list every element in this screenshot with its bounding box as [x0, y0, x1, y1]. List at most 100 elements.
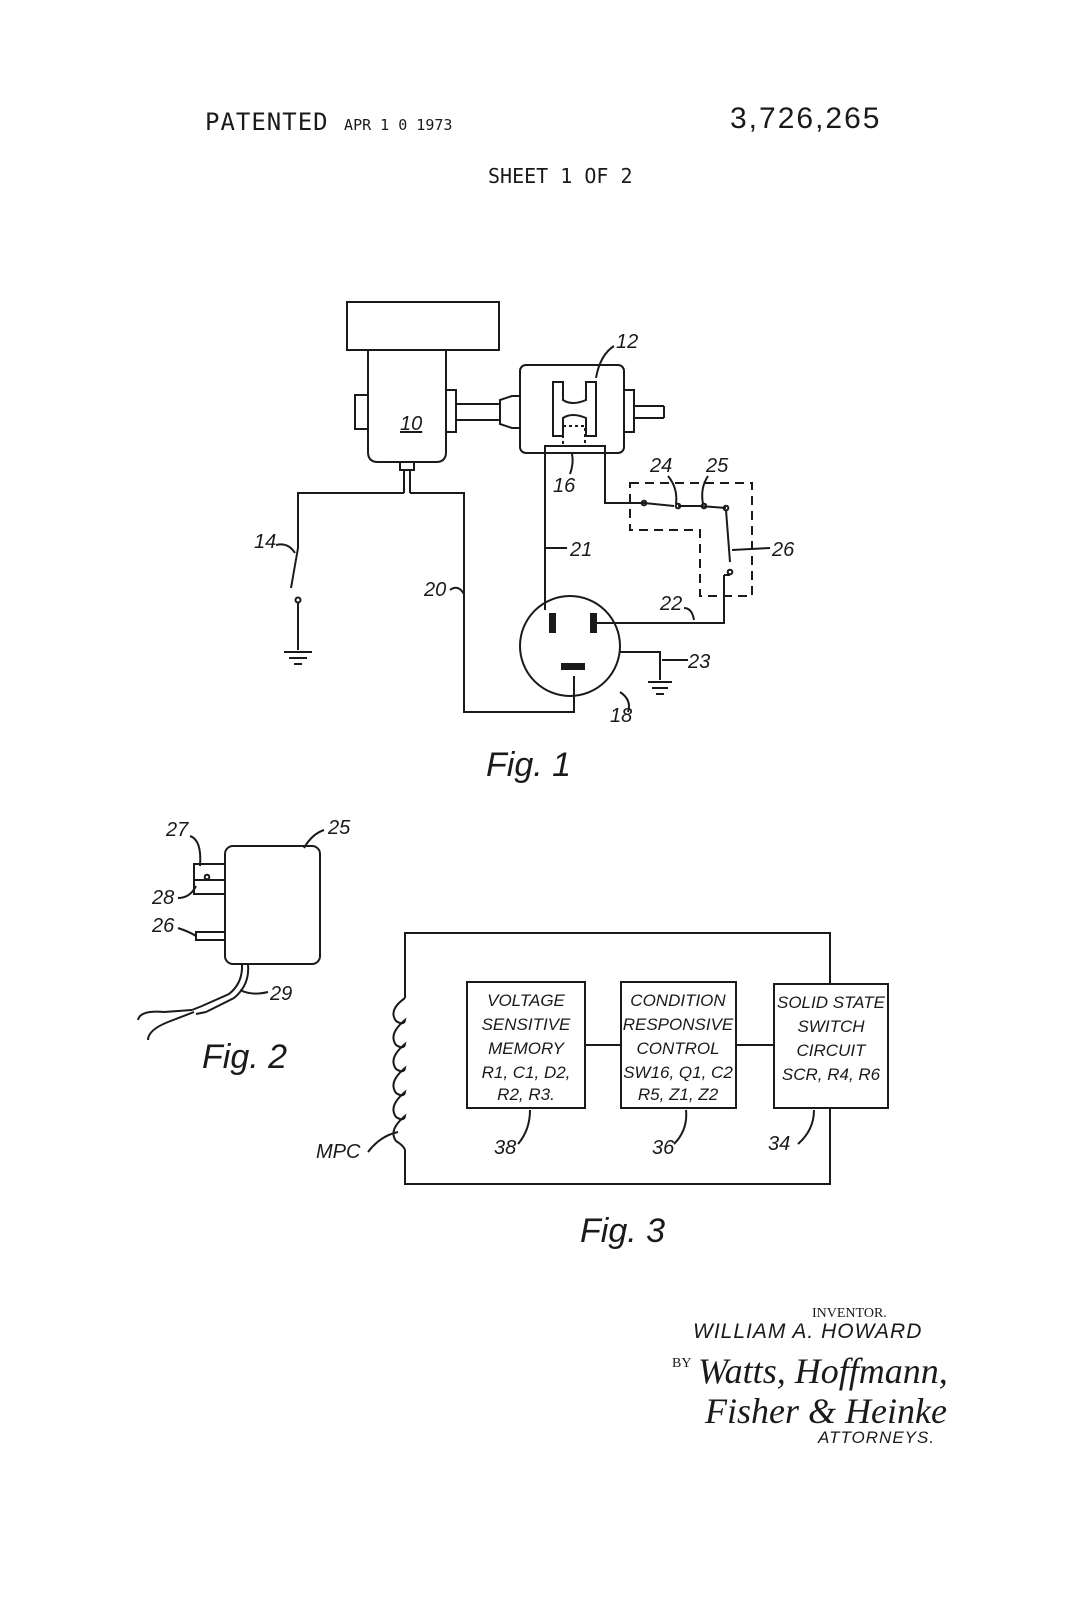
leader-28: [177, 885, 197, 899]
block-36-line-2: RESPONSIVE: [623, 1015, 734, 1034]
label-16: 16: [553, 475, 576, 497]
fig3-loop: [404, 932, 831, 1185]
fig1-caption: Fig. 1: [486, 746, 571, 784]
block-34-text: SOLID STATE SWITCH CIRCUIT SCR, R4, R6: [777, 993, 886, 1084]
leader-36: [673, 1109, 688, 1145]
block-38-line-5: R2, R3.: [497, 1085, 555, 1104]
motor-terminal: [399, 461, 415, 471]
sensor-base: [544, 445, 606, 454]
motor-left-boss: [354, 394, 369, 430]
patented-stamp: PATENTED APR 1 0 1973: [205, 108, 452, 136]
sheet-indicator: SHEET 1 OF 2: [488, 164, 633, 188]
block-38-line-2: SENSITIVE: [482, 1015, 571, 1034]
patented-label: PATENTED: [205, 108, 329, 136]
outlet-slot-right: [590, 613, 597, 633]
ground-23-wire: [620, 651, 661, 680]
label-38: 38: [494, 1137, 516, 1159]
block-38-line-3: MEMORY: [488, 1039, 566, 1058]
block-34-line-2: SWITCH: [797, 1017, 865, 1036]
label-18: 18: [610, 705, 632, 727]
label-14: 14: [254, 531, 276, 553]
motor-body: [367, 350, 447, 463]
label-25-fig2: 25: [327, 817, 351, 839]
block-36-line-5: R5, Z1, Z2: [638, 1085, 719, 1104]
leader-14: [275, 543, 296, 554]
block-34-line-1: SOLID STATE: [777, 993, 886, 1012]
leader-22: [683, 607, 695, 621]
fig3-caption: Fig. 3: [580, 1212, 665, 1250]
label-22: 22: [659, 593, 682, 615]
leader-20: [449, 586, 465, 595]
patent-number: 3,726,265: [730, 102, 882, 135]
wire-20: [410, 492, 575, 713]
wire-sensor-to-24: [604, 453, 630, 504]
coil-mpc: [392, 997, 407, 1151]
motor-leads: [403, 470, 411, 493]
block-36-text: CONDITION RESPONSIVE CONTROL SW16, Q1, C…: [623, 991, 734, 1104]
device-25-outline: [629, 482, 753, 597]
wire-22: [596, 575, 725, 624]
pump-housing: [519, 364, 625, 454]
leader-34: [797, 1109, 815, 1145]
leader-16: [569, 453, 574, 475]
pump-spool: [552, 381, 597, 437]
attorneys-label: ATTORNEYS.: [818, 1428, 936, 1447]
label-21: 21: [569, 539, 592, 561]
label-34: 34: [768, 1133, 790, 1155]
block-34-line-4: SCR, R4, R6: [782, 1065, 881, 1084]
contact-28-dot: [203, 873, 211, 881]
attorney-signature-line-1: Watts, Hoffmann,: [698, 1351, 948, 1391]
prong-26: [195, 931, 226, 941]
switch-14-contact: [294, 596, 302, 604]
outlet-slot-ground: [561, 663, 585, 670]
fig1-diagram: [275, 301, 771, 713]
motor-cap: [346, 301, 500, 351]
motor-right-boss: [445, 389, 457, 433]
label-25: 25: [705, 455, 729, 477]
leader-mpc: [367, 1131, 399, 1153]
contact-26b: [726, 568, 734, 576]
leader-12: [595, 345, 615, 379]
leader-25: [701, 475, 709, 505]
ground-14: [284, 651, 312, 665]
motor-shaft: [456, 403, 500, 421]
cord-29b: [201, 963, 244, 1007]
label-24: 24: [649, 455, 672, 477]
block-38-line-1: VOLTAGE: [487, 991, 565, 1010]
attorney-signature-line-2: Fisher & Heinke: [705, 1391, 947, 1431]
label-10: 10: [400, 413, 422, 435]
pump-end: [623, 389, 635, 433]
block-36-line-4: SW16, Q1, C2: [623, 1063, 733, 1082]
by-label: BY: [672, 1356, 692, 1371]
block-38-line-4: R1, C1, D2,: [482, 1063, 571, 1082]
inventor-name: WILLIAM A. HOWARD: [693, 1320, 923, 1343]
leader-18: [619, 691, 630, 713]
fig2-diagram: [137, 829, 325, 1041]
sensor-16: [562, 425, 586, 447]
pump-shaft-out: [634, 405, 665, 419]
fig2-caption: Fig. 2: [202, 1038, 287, 1076]
contact-24c: [700, 502, 708, 510]
block-38-text: VOLTAGE SENSITIVE MEMORY R1, C1, D2, R2,…: [482, 991, 571, 1104]
outlet-18: [519, 595, 621, 697]
label-26-fig2: 26: [151, 915, 175, 937]
label-27: 27: [165, 819, 189, 841]
contact-24a: [640, 499, 648, 507]
inventor-label: INVENTOR.: [812, 1306, 887, 1321]
leader-27: [189, 835, 202, 867]
switch-26-blade: [725, 509, 731, 563]
label-20: 20: [423, 579, 446, 601]
wire-to-switch-14: [297, 492, 404, 548]
fork-lug: [137, 1005, 207, 1041]
patent-date: APR 1 0 1973: [344, 116, 453, 134]
fig3-diagram: [367, 932, 889, 1185]
label-23: 23: [687, 651, 710, 673]
leader-38: [517, 1109, 531, 1145]
leader-25b: [303, 829, 325, 849]
switch-14-blade: [290, 547, 299, 589]
label-28: 28: [151, 887, 174, 909]
label-12: 12: [616, 331, 638, 353]
leader-26b: [177, 927, 197, 937]
block-36-line-3: CONTROL: [636, 1039, 719, 1058]
leader-29: [239, 989, 269, 995]
